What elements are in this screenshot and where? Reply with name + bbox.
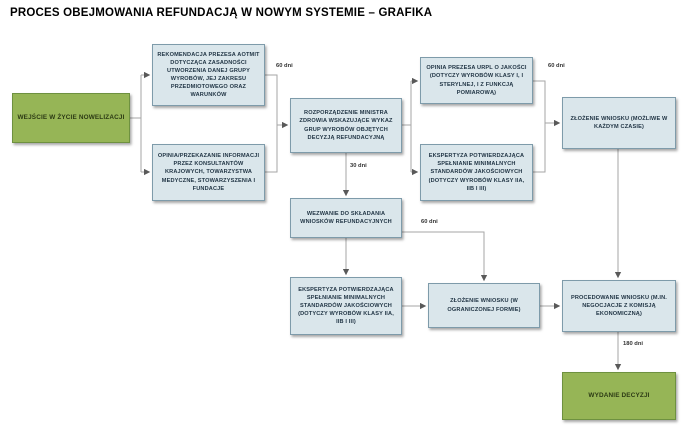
edge-label-60-dni-2: 60 dni xyxy=(548,63,565,69)
node-call-for-applications: WEZWANIE DO SKŁADANIA WNIOSKÓW REFUNDACY… xyxy=(290,198,402,238)
edge-label-60-dni-3: 60 dni xyxy=(421,219,438,225)
edge-label-30-dni: 30 dni xyxy=(350,163,367,169)
node-minister-regulation: ROZPORZĄDZENIE MINISTRA ZDROWIA WSKAZUJĄ… xyxy=(290,98,402,153)
node-aotmit-recommendation: REKOMENDACJA PREZESA AOTMIT DOTYCZĄCA ZA… xyxy=(152,44,265,106)
edge-label-60-dni-1: 60 dni xyxy=(276,63,293,69)
node-quality-expertise-upper: EKSPERTYZA POTWIERDZAJĄCA SPEŁNIANIE MIN… xyxy=(420,144,533,201)
node-quality-expertise-lower: EKSPERTYZA POTWIERDZAJĄCA SPEŁNIANIE MIN… xyxy=(290,277,402,335)
node-application-limited-form: ZŁOŻENIE WNIOSKU (W OGRANICZONEJ FORMIE) xyxy=(428,283,540,328)
node-entry-into-force: WEJŚCIE W ŻYCIE NOWELIZACJI xyxy=(12,93,130,143)
node-application-any-time: ZŁOŻENIE WNIOSKU (MOŻLIWE W KAŻDYM CZASI… xyxy=(562,97,676,149)
node-decision-issuance: WYDANIE DECYZJI xyxy=(562,372,676,420)
node-urpl-president-opinion: OPINIA PREZESA URPL O JAKOŚCI (DOTYCZY W… xyxy=(420,57,533,104)
node-application-processing: PROCEDOWANIE WNIOSKU (M.IN. NEGOCJACJE Z… xyxy=(562,280,676,332)
edge-label-180-dni: 180 dni xyxy=(623,341,643,347)
node-consultants-opinion: OPINIA/PRZEKAZANIE INFORMACJI PRZEZ KONS… xyxy=(152,144,265,201)
page-title: PROCES OBEJMOWANIA REFUNDACJĄ W NOWYM SY… xyxy=(10,7,433,19)
